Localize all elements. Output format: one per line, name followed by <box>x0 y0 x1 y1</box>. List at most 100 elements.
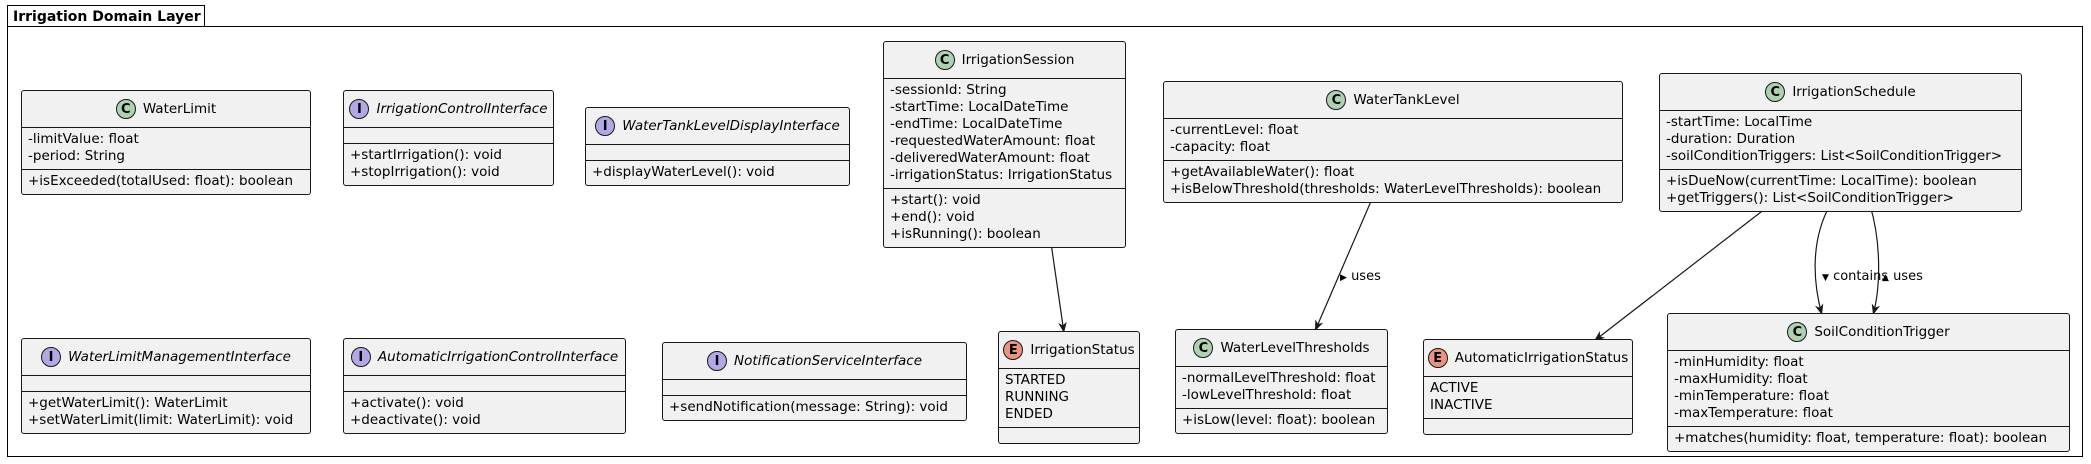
attributes-section: -startTime: LocalTime-duration: Duration… <box>1660 110 2021 169</box>
attribute-row: -period: String <box>28 148 126 164</box>
edge-session-to-status <box>1049 235 1067 334</box>
method-row: +start(): void <box>890 192 981 208</box>
class-stereotype-icon: C <box>1326 90 1347 110</box>
methods-section: +getAvailableWater(): float+isBelowThres… <box>1164 160 1622 202</box>
attribute-row: -startTime: LocalTime <box>1666 114 1813 130</box>
class-water-limit: C WaterLimit-limitValue: float-period: St… <box>21 90 311 195</box>
interface-stereotype-icon: I <box>706 351 727 371</box>
interface-stereotype-icon: I <box>350 347 371 367</box>
edge-schedule-to-auto-status <box>1593 204 1771 342</box>
attribute-row: INACTIVE <box>1430 397 1493 413</box>
box-header: C IrrigationSchedule <box>1660 74 2021 110</box>
interface-stereotype-icon: I <box>595 116 616 136</box>
methods-section: +activate(): void+deactivate(): void <box>344 391 625 433</box>
methods-section <box>1424 418 1632 434</box>
edge-schedule-contains-trigger <box>1814 204 1831 316</box>
method-row: +isBelowThreshold(thresholds: WaterLevel… <box>1170 181 1602 197</box>
edge-tank-to-thresholds <box>1314 191 1376 332</box>
box-header: C WaterLevelThresholds <box>1176 330 1387 366</box>
box-name: IrrigationSchedule <box>1792 84 1916 100</box>
attribute-row: -minTemperature: float <box>1674 388 1830 404</box>
package-title: Irrigation Domain Layer <box>13 9 201 25</box>
attribute-row: -deliveredWaterAmount: float <box>890 150 1090 166</box>
attribute-row: -lowLevelThreshold: float <box>1182 387 1352 403</box>
method-row: +sendNotification(message: String): void <box>669 399 948 415</box>
methods-section: +matches(humidity: float, temperature: f… <box>1668 426 2069 451</box>
attributes-section <box>586 144 849 160</box>
box-name: WaterLevelThresholds <box>1220 340 1370 356</box>
attribute-row: -capacity: float <box>1170 139 1271 155</box>
box-name: AutomaticIrrigationControlInterface <box>377 349 619 365</box>
class-water-level-thresholds: C WaterLevelThresholds -normalLevelThresho… <box>1175 329 1388 434</box>
attribute-row: -irrigationStatus: IrrigationStatus <box>890 167 1113 183</box>
method-row: +displayWaterLevel(): void <box>592 164 775 180</box>
edge-label-contains: ▼ contains <box>1822 269 1889 284</box>
class-water-tank-level: C WaterTankLevel -currentLevel: float-capa… <box>1163 81 1623 203</box>
box-name: SoilConditionTrigger <box>1814 324 1950 340</box>
class-stereotype-icon: C <box>1193 338 1214 358</box>
method-row: +startIrrigation(): void <box>350 147 502 163</box>
method-row: +deactivate(): void <box>350 412 481 428</box>
method-row: +setWaterLimit(limit: WaterLimit): void <box>28 412 294 428</box>
class-stereotype-icon: C <box>934 50 955 70</box>
edge-label-tank-uses: ▶ uses <box>1340 269 1381 284</box>
method-row: +getWaterLimit(): WaterLimit <box>28 395 228 411</box>
attribute-row: -maxTemperature: float <box>1674 405 1833 421</box>
box-name: WaterLimitManagementInterface <box>68 349 291 365</box>
method-row: +getTriggers(): List<SoilConditionTrigge… <box>1666 190 1954 206</box>
box-name: WaterLimit <box>142 101 217 117</box>
box-header: C WaterLimit <box>22 91 310 127</box>
attribute-row: -maxHumidity: float <box>1674 371 1808 387</box>
class-irrigation-schedule: C IrrigationSchedule -startTime: LocalTime… <box>1659 73 2022 212</box>
method-row: +isRunning(): boolean <box>890 226 1041 242</box>
attributes-section <box>663 379 966 395</box>
attributes-section <box>344 375 625 391</box>
method-row: +matches(humidity: float, temperature: f… <box>1674 430 2048 446</box>
methods-section <box>999 427 1139 443</box>
class-stereotype-icon: C <box>1787 322 1808 342</box>
methods-section: +isExceeded(totalUsed: float): boolean <box>22 169 310 194</box>
attribute-row: -normalLevelThreshold: float <box>1182 370 1376 386</box>
box-header: I AutomaticIrrigationControlInterface <box>344 339 625 375</box>
edge-label-schedule-uses: ▲ uses <box>1882 269 1923 284</box>
class-stereotype-icon: C <box>1765 82 1786 102</box>
class-soil-condition-trigger: C SoilConditionTrigger -minHumidity: float… <box>1667 313 2070 452</box>
attribute-row: -limitValue: float <box>28 131 139 147</box>
method-row: +getAvailableWater(): float <box>1170 164 1355 180</box>
attribute-row: -sessionId: String <box>890 82 1007 98</box>
class-stereotype-icon: C <box>115 99 136 119</box>
enum-stereotype-icon: E <box>1003 340 1024 360</box>
method-row: +stopIrrigation(): void <box>350 164 500 180</box>
attributes-section: -minHumidity: float-maxHumidity: float-m… <box>1668 350 2069 426</box>
edge-schedule-uses-trigger <box>1869 204 1881 316</box>
methods-section: +startIrrigation(): void+stopIrrigation(… <box>344 143 553 185</box>
attributes-section: -normalLevelThreshold: float-lowLevelThr… <box>1176 366 1387 408</box>
package-tab: Irrigation Domain Layer <box>7 5 205 27</box>
attribute-row: -currentLevel: float <box>1170 122 1299 138</box>
attributes-section: -sessionId: String-startTime: LocalDateT… <box>884 78 1125 188</box>
attribute-row: -minHumidity: float <box>1674 354 1804 370</box>
method-row: +activate(): void <box>350 395 464 411</box>
attribute-row: -soilConditionTriggers: List<SoilConditi… <box>1666 148 2003 164</box>
method-row: +isDueNow(currentTime: LocalTime): boole… <box>1666 173 1977 189</box>
method-row: +isLow(level: float): boolean <box>1182 412 1376 428</box>
interface-automatic-irrigation-control: I AutomaticIrrigationControlInterface +act… <box>343 338 626 434</box>
box-name: WaterTankLevel <box>1353 92 1460 108</box>
methods-section: +sendNotification(message: String): void <box>663 395 966 420</box>
methods-section: +displayWaterLevel(): void <box>586 160 849 185</box>
methods-section: +start(): void+end(): void+isRunning(): … <box>884 188 1125 247</box>
attribute-row: RUNNING <box>1005 389 1069 405</box>
